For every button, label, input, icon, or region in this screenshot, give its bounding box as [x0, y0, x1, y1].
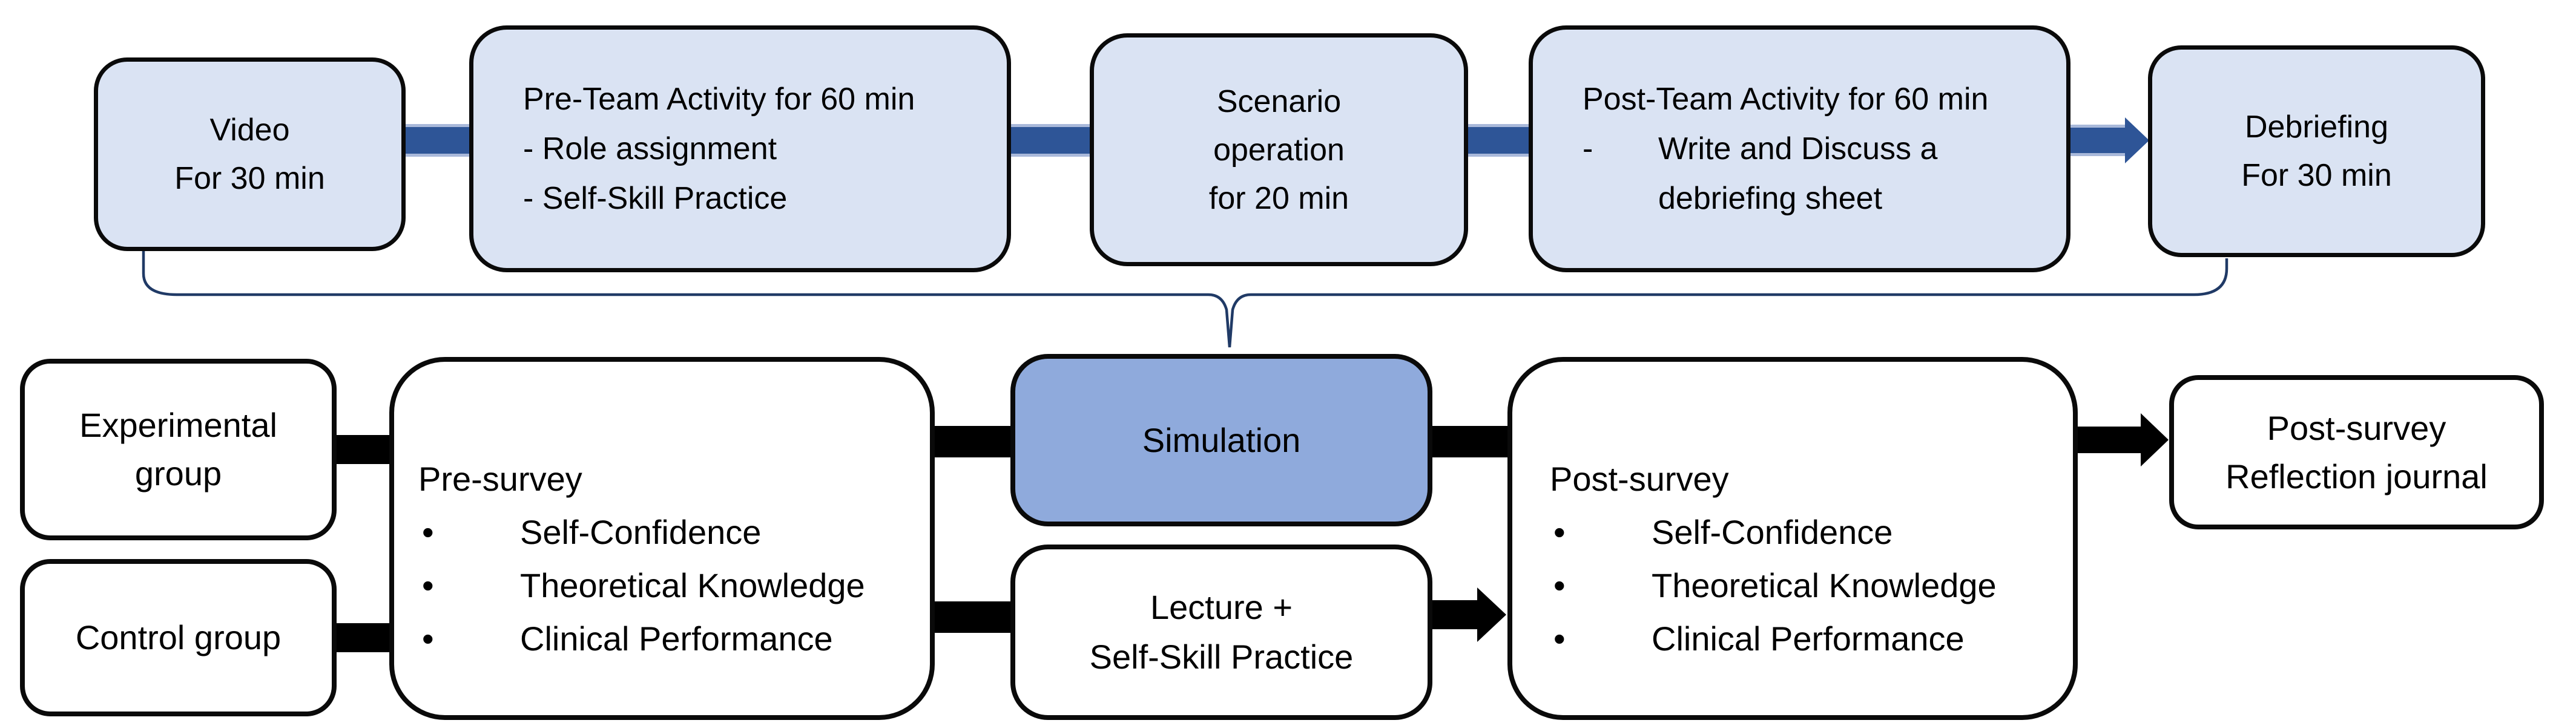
debriefing-line: Debriefing: [2244, 110, 2389, 145]
pre-survey-bullet-row: • Clinical Performance: [418, 612, 924, 666]
pre-team-activity-box: Pre-Team Activity for 60 min - Role assi…: [469, 25, 1011, 272]
post-survey-bullet-text: Self-Confidence: [1652, 513, 1893, 551]
arrow-head: [2141, 413, 2169, 466]
arrow-shaft: [2074, 427, 2144, 453]
brace-path: [142, 250, 2228, 348]
connector-control-presurvey: [333, 623, 394, 652]
arrow-head: [1477, 587, 1506, 642]
post-team-item-line: Write and Discuss a: [1658, 131, 1938, 166]
video-line: For 30 min: [174, 161, 325, 196]
lecture-line: Self-Skill Practice: [1089, 638, 1354, 676]
control-group-label: Control group: [75, 618, 282, 656]
bullet-glyph: •: [422, 566, 434, 604]
post-survey-box: Post-survey • Self-Confidence • Theoreti…: [1507, 357, 2078, 720]
post-survey-bullet-row: • Theoretical Knowledge: [1550, 559, 2067, 612]
arrow-lecture-postsurvey: [1429, 587, 1506, 642]
pre-survey-bullet-text: Clinical Performance: [520, 620, 833, 658]
bullet-glyph: •: [422, 620, 434, 658]
pre-survey-content: Pre-survey • Self-Confidence • Theoretic…: [394, 362, 930, 715]
connector-presurvey-simulation: [931, 426, 1015, 457]
scenario-line: for 20 min: [1208, 180, 1349, 216]
post-team-item-dash: -: [1583, 131, 1593, 166]
connector-preteam-scenario: [1005, 127, 1096, 154]
pre-survey-bullet-text: Theoretical Knowledge: [520, 566, 865, 604]
arrow-head: [2125, 117, 2149, 163]
arrow-shaft: [2067, 128, 2128, 153]
pre-survey-title: Pre-survey: [418, 460, 582, 498]
lecture-line: Lecture +: [1150, 588, 1293, 626]
debriefing-line: For 30 min: [2241, 158, 2392, 193]
simulation-box: Simulation: [1010, 354, 1432, 526]
video-line: Video: [209, 113, 290, 148]
pre-team-item: - Role assignment: [523, 131, 777, 166]
reflection-journal-line: Post-survey: [2267, 408, 2446, 447]
post-survey-content: Post-survey • Self-Confidence • Theoreti…: [1512, 362, 2073, 715]
video-box: Video For 30 min: [94, 57, 406, 251]
experimental-group-line: group: [134, 454, 222, 492]
post-team-activity-box: Post-Team Activity for 60 min - Write an…: [1529, 25, 2070, 272]
connector-scenario-postteam: [1462, 127, 1535, 154]
scenario-operation-box: Scenario operation for 20 min: [1090, 33, 1468, 266]
post-survey-bullet-row: • Self-Confidence: [1550, 506, 2067, 559]
pre-survey-bullet-row: • Self-Confidence: [418, 506, 924, 559]
bullet-glyph: •: [1553, 513, 1566, 551]
pre-survey-bullet-row: • Theoretical Knowledge: [418, 559, 924, 612]
simulation-label: Simulation: [1142, 420, 1301, 459]
connector-presurvey-lecture: [931, 601, 1015, 633]
post-survey-title: Post-survey: [1550, 460, 1729, 498]
post-team-title: Post-Team Activity for 60 min: [1583, 82, 1989, 117]
bullet-glyph: •: [1553, 620, 1566, 658]
scenario-line: operation: [1213, 132, 1345, 168]
pre-survey-box: Pre-survey • Self-Confidence • Theoretic…: [389, 357, 935, 720]
post-survey-bullet-text: Clinical Performance: [1652, 620, 1965, 658]
experimental-group-line: Experimental: [79, 406, 277, 444]
pre-team-title: Pre-Team Activity for 60 min: [523, 82, 915, 117]
bullet-glyph: •: [1553, 566, 1566, 604]
debriefing-box: Debriefing For 30 min: [2148, 45, 2485, 257]
arrow-postteam-debriefing: [2067, 117, 2149, 163]
reflection-journal-line: Reflection journal: [2225, 457, 2488, 496]
arrow-postsurvey-journal: [2074, 413, 2169, 466]
bullet-glyph: •: [422, 513, 434, 551]
scenario-line: Scenario: [1216, 83, 1342, 119]
connector-experimental-presurvey: [333, 435, 394, 464]
lecture-box: Lecture + Self-Skill Practice: [1010, 545, 1432, 720]
control-group-box: Control group: [20, 559, 337, 716]
post-survey-bullet-row: • Clinical Performance: [1550, 612, 2067, 666]
experimental-group-box: Experimental group: [20, 359, 337, 540]
post-team-item-line: debriefing sheet: [1658, 181, 1883, 216]
reflection-journal-box: Post-survey Reflection journal: [2169, 375, 2544, 529]
post-survey-bullet-text: Theoretical Knowledge: [1652, 566, 1997, 604]
arrow-shaft: [1429, 600, 1480, 629]
connector-simulation-postsurvey: [1429, 426, 1511, 457]
post-team-item: - Write and Discuss a: [1583, 124, 1937, 174]
connector-video-preteam: [400, 127, 475, 154]
pre-survey-bullet-text: Self-Confidence: [520, 513, 762, 551]
pre-team-item: - Self-Skill Practice: [523, 181, 788, 216]
